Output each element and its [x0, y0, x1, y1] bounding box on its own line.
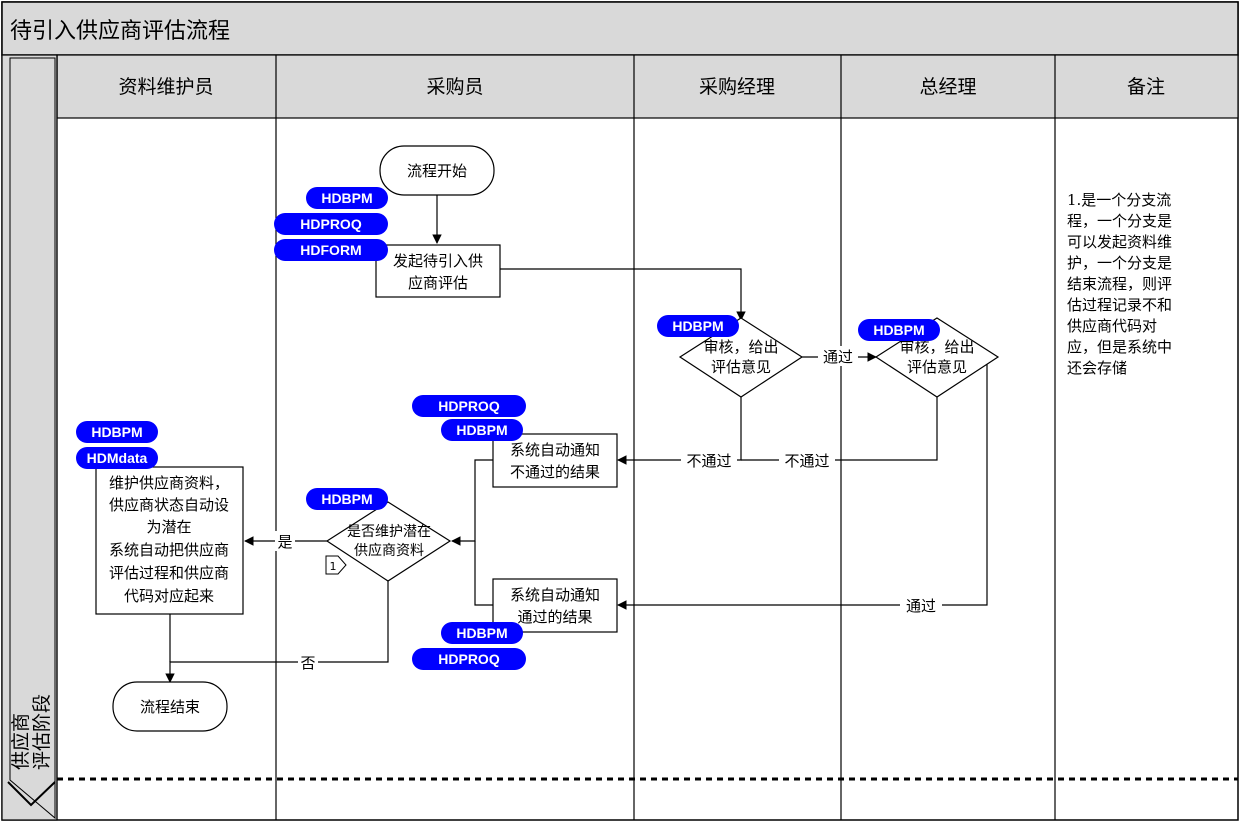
edge-label-pass-gm: 通过: [906, 597, 936, 615]
edge-decision-no: [165, 581, 389, 683]
node-end: [112, 681, 228, 732]
badge-hdbpm: [76, 421, 158, 443]
note-line: 1.是一个分支流: [1067, 191, 1171, 209]
edge-label-bg: [275, 531, 295, 551]
node-maintain-line1: 维护供应商资料，: [109, 474, 229, 492]
note-line: 程，一个分支是: [1067, 212, 1172, 230]
node-review-pm-line2: 评估意见: [711, 358, 771, 376]
node-review-pm: [678, 317, 804, 398]
note-line: 护，一个分支是: [1067, 254, 1172, 272]
badge-hdform: [274, 239, 388, 261]
edge-label-bg: [818, 346, 858, 366]
node-review-gm-line1: 审核，给出: [899, 338, 974, 356]
edge-label-bg: [298, 652, 318, 672]
edge-label-fail-gm: 不通过: [784, 452, 829, 470]
note-line: 还会存储: [1067, 359, 1127, 377]
badge-hdbpm: [441, 419, 523, 441]
lane-header-data-maintainer: 资料维护员: [118, 76, 213, 98]
page-ref-connector: [325, 555, 347, 575]
badge-hdbpm: [441, 622, 523, 644]
note-line: 供应商代码对: [1067, 317, 1157, 335]
badge-hdbpm-label: HDBPM: [456, 422, 507, 438]
lane-header-general-manager: 总经理: [919, 76, 976, 98]
edge-notify-pass-to-decision: [474, 541, 493, 606]
badge-hdmdata: [76, 447, 158, 469]
node-notify-pass-line1: 系统自动通知: [510, 586, 600, 604]
badge-hdbpm: [657, 315, 739, 337]
badge-hdbpm-label: HDBPM: [91, 424, 142, 440]
lane-header-notes: 备注: [1127, 76, 1165, 98]
node-notify-fail: [492, 433, 618, 488]
node-notify-fail-line1: 系统自动通知: [510, 441, 600, 459]
edge-label-no: 否: [300, 654, 315, 672]
edge-gm-pass-to-notify: [617, 357, 988, 610]
edge-initiate-to-review: [500, 268, 746, 321]
node-review-gm-line2: 评估意见: [907, 358, 967, 376]
edge-label-yes: 是: [277, 533, 292, 551]
node-maintain-line3: 为潜在: [146, 518, 191, 536]
node-initiate-line2: 应商评估: [408, 274, 468, 292]
node-maintain-line6: 代码对应起来: [124, 587, 214, 605]
edge-label-bg: [681, 450, 737, 470]
node-decision-line1: 是否维护潜在: [347, 524, 431, 540]
node-maintain-line4: 系统自动把供应商: [109, 541, 229, 559]
note-line: 结束流程，则评: [1067, 275, 1172, 293]
node-start: [379, 145, 495, 196]
badge-hdproq: [412, 395, 526, 417]
node-decision-line2: 供应商资料: [354, 542, 424, 559]
node-review-pm-line1: 审核，给出: [703, 338, 778, 356]
stage-label-line2: 评估阶段: [31, 694, 53, 770]
edge-label-bg: [900, 595, 942, 615]
stage-column-inner: [9, 57, 56, 820]
badge-hdform-label: HDFORM: [300, 242, 361, 258]
note-line: 应，但是系统中: [1067, 338, 1172, 356]
badge-hdproq-label: HDPROQ: [300, 216, 362, 232]
badge-hdproq: [274, 213, 388, 235]
badge-hdbpm-label: HDBPM: [321, 190, 372, 206]
node-maintain-line5: 评估过程和供应商: [109, 564, 229, 582]
node-notify-fail-line2: 不通过的结果: [510, 463, 600, 481]
node-notify-pass-line2: 通过的结果: [517, 608, 592, 626]
lane-header-purchasing-manager: 采购经理: [699, 76, 775, 98]
badge-hdproq-label: HDPROQ: [438, 398, 500, 414]
badge-hdbpm: [306, 187, 388, 209]
badge-hdbpm-label: HDBPM: [321, 491, 372, 507]
edge-label-bg: [779, 450, 835, 470]
note-line: 可以发起资料维: [1067, 233, 1172, 251]
badge-hdbpm-label: HDBPM: [672, 318, 723, 334]
stage-chevron-icon: [7, 781, 56, 807]
badge-hdbpm-label: HDBPM: [456, 625, 507, 641]
title-bar: [1, 1, 1239, 56]
badge-hdmdata-label: HDMdata: [87, 450, 148, 466]
node-end-label: 流程结束: [140, 698, 200, 716]
page-ref-label: 1: [330, 560, 337, 573]
badge-hdproq: [412, 648, 526, 670]
edge-label-pass-pm: 通过: [823, 348, 853, 366]
badge-hdbpm-label: HDBPM: [873, 322, 924, 338]
note-line: 估过程记录不和: [1067, 296, 1172, 314]
node-initiate: [375, 244, 501, 298]
badge-hdbpm: [306, 488, 388, 510]
badge-hdbpm: [858, 319, 940, 341]
node-decision: [325, 501, 452, 582]
badge-hdproq-label: HDPROQ: [438, 651, 500, 667]
diagram-title: 待引入供应商评估流程: [10, 19, 230, 44]
lane-header-buyer: 采购员: [426, 76, 483, 98]
node-maintain: [95, 466, 244, 615]
node-initiate-line1: 发起待引入供: [393, 252, 483, 270]
stage-label-line1: 供应商: [10, 713, 32, 770]
edge-label-fail-pm: 不通过: [686, 452, 731, 470]
edge-notify-fail-to-decision: [451, 459, 493, 546]
node-maintain-line2: 供应商状态自动设: [109, 496, 229, 514]
header-row: [56, 54, 1239, 119]
node-start-label: 流程开始: [407, 162, 467, 180]
